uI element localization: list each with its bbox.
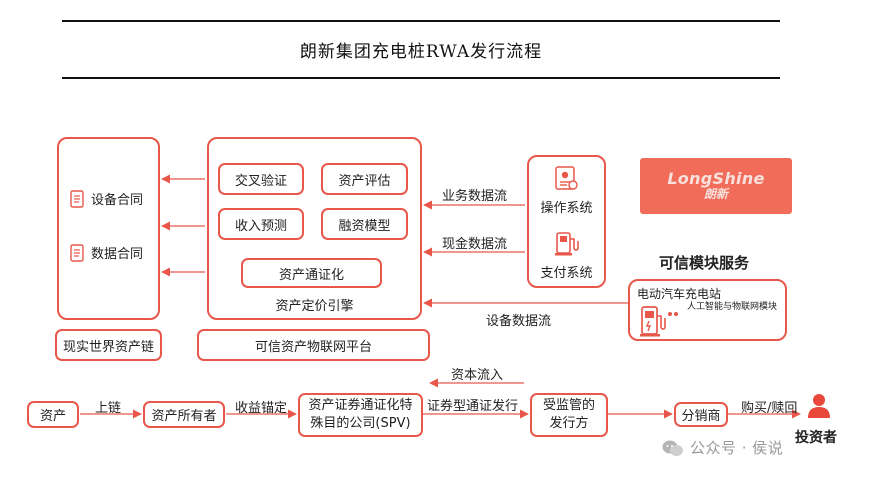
capital-inflow-label: 资本流入 (451, 368, 504, 383)
device-contract-label: 设备合同 (91, 193, 144, 208)
watermark: 公众号 · 侯说 (662, 437, 783, 458)
asset-tokenization-chip: 资产通证化 (241, 258, 382, 288)
asset-owner-label: 资产所有者 (151, 409, 217, 424)
asset-label: 资产 (39, 409, 66, 424)
longshine-logo: LongShine 朗新 (640, 158, 792, 214)
real-world-asset-chain-label: 现实世界资产链 (62, 339, 154, 355)
operating-system-label: 操作系统 (540, 201, 593, 216)
document-icon (70, 243, 84, 262)
distributor-label: 分销商 (681, 409, 721, 424)
bottom-rule (62, 77, 780, 79)
cash-flow-label: 现金数据流 (442, 237, 508, 252)
payment-system-icon (553, 229, 581, 261)
regulated-issuer-line2: 发行方 (549, 416, 589, 431)
real-world-asset-chain-box: 现实世界资产链 (55, 329, 162, 361)
logo-chinese-text: 朗新 (703, 187, 728, 202)
regulated-issuer-box: 受监管的 发行方 (530, 393, 608, 437)
charging-pile-icon (640, 304, 682, 342)
device-flow-label: 设备数据流 (486, 314, 552, 329)
distributor-box: 分销商 (674, 402, 728, 427)
iot-platform-label: 可信资产物联网平台 (254, 339, 372, 355)
watermark-text: 公众号 · 侯说 (690, 439, 784, 457)
operating-system-icon (553, 165, 579, 195)
trusted-module-title: 可信模块服务 (659, 254, 750, 272)
investor-label: 投资者 (795, 430, 837, 446)
asset-evaluation-label: 资产评估 (338, 173, 391, 189)
logo-english-text: LongShine (667, 169, 765, 189)
spv-box: 资产证券通证化特 殊目的公司(SPV) (298, 393, 423, 437)
contracts-panel (57, 137, 160, 320)
top-rule (62, 20, 780, 22)
iot-platform-box: 可信资产物联网平台 (197, 329, 430, 361)
document-icon (70, 189, 84, 208)
buy-redeem-label: 购买/赎回 (741, 401, 798, 416)
financing-model-label: 融资模型 (338, 218, 391, 234)
cross-validation-label: 交叉验证 (234, 173, 287, 189)
spv-label-line2: 殊目的公司(SPV) (310, 416, 411, 431)
page-title: 朗新集团充电桩RWA发行流程 (299, 42, 543, 62)
revenue-forecast-chip: 收入预测 (218, 208, 304, 240)
regulated-issuer-line1: 受监管的 (542, 398, 595, 414)
onchain-label: 上链 (95, 401, 122, 416)
data-contract-label: 数据合同 (91, 247, 144, 262)
systems-panel (527, 155, 606, 288)
payment-system-label: 支付系统 (540, 266, 593, 281)
wechat-icon (662, 440, 683, 456)
cross-validation-chip: 交叉验证 (218, 163, 304, 195)
asset-box: 资产 (27, 401, 79, 428)
revenue-anchor-label: 收益锚定 (235, 401, 288, 416)
asset-tokenization-label: 资产通证化 (278, 267, 344, 283)
financing-model-chip: 融资模型 (321, 208, 408, 240)
ai-iot-module-label: 人工智能与物联网模块 (687, 302, 778, 312)
asset-evaluation-chip: 资产评估 (321, 163, 408, 195)
charging-station-label: 电动汽车充电站 (637, 287, 722, 301)
spv-label-line1: 资产证券通证化特 (308, 398, 413, 414)
revenue-forecast-label: 收入预测 (234, 218, 287, 234)
data-contract-row: 数据合同 (70, 243, 143, 262)
asset-owner-box: 资产所有者 (143, 401, 225, 428)
token-issuance-label: 证券型通证发行 (427, 399, 519, 414)
pricing-engine-label: 资产定价引擎 (275, 299, 354, 314)
device-contract-row: 设备合同 (70, 189, 143, 208)
investor-icon (807, 393, 831, 423)
business-flow-label: 业务数据流 (442, 189, 508, 204)
